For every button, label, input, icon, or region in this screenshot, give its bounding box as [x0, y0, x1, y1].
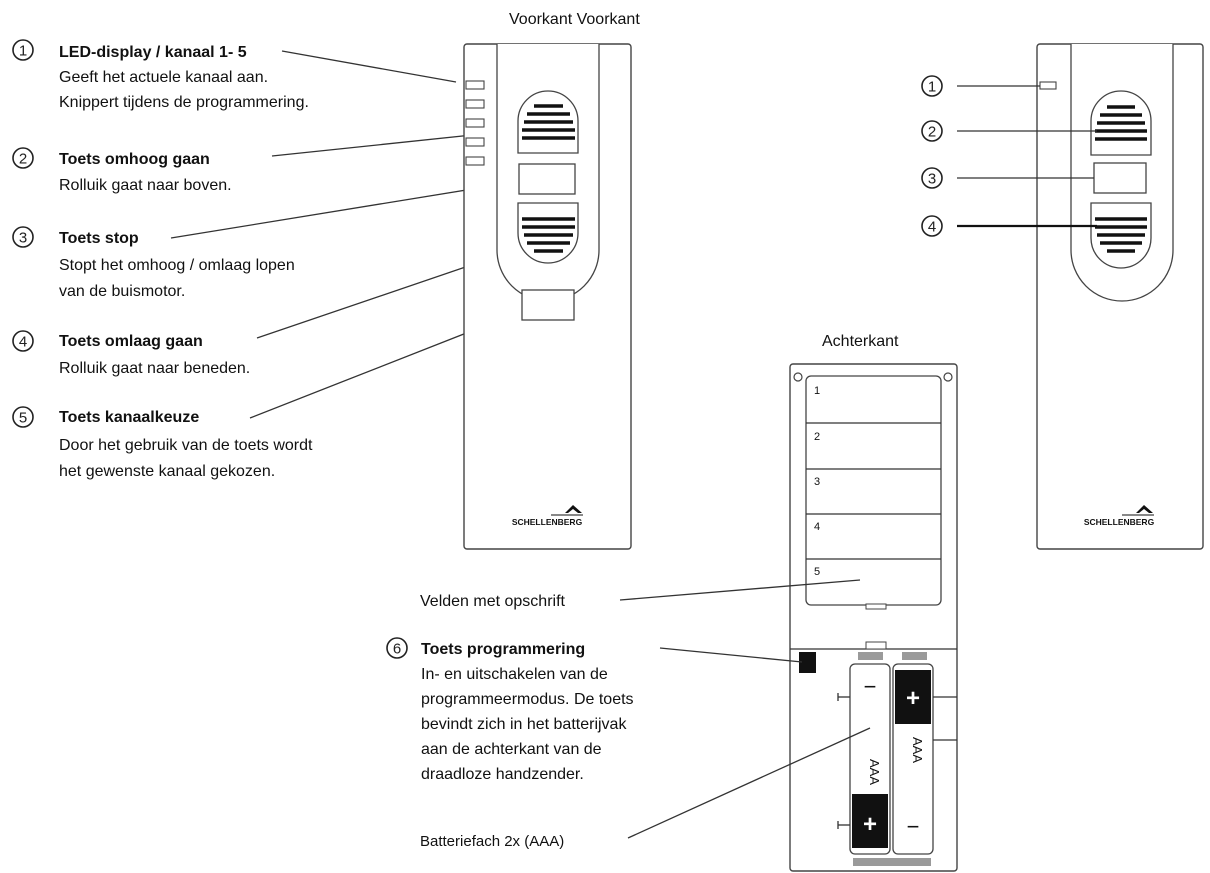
battery-left-minus: − — [864, 674, 877, 699]
legend-number-2: 2 — [19, 151, 27, 168]
battery-right-minus: − — [907, 814, 920, 839]
legend-item-5: 5 Toets kanaalkeuze Door het gebruik van… — [12, 406, 313, 480]
brand-text-right: SCHELLENBERG — [1084, 517, 1155, 527]
stop-button-right[interactable] — [1093, 162, 1147, 194]
down-button[interactable] — [517, 202, 579, 264]
channel-select-button[interactable] — [521, 289, 575, 321]
fields-label: Velden met opschrift — [420, 593, 566, 610]
brand-text-front: SCHELLENBERG — [512, 517, 583, 527]
up-button-right[interactable] — [1090, 90, 1152, 156]
down-button-right[interactable] — [1090, 202, 1152, 269]
legend-item-1: 1 LED-display / kanaal 1- 5 Geeft het ac… — [12, 39, 309, 111]
legend-number-1: 1 — [19, 43, 27, 60]
legend-item-6: 6 Toets programmering In- en uitschakele… — [386, 637, 803, 783]
legend-number-6: 6 — [393, 641, 401, 658]
legend-line-5b: het gewenste kanaal gekozen. — [59, 463, 275, 480]
legend-number-3: 3 — [19, 230, 27, 247]
field-number-4: 4 — [814, 521, 820, 533]
legend-line-6a: In- en uitschakelen van de — [421, 666, 608, 683]
right-number-1: 1 — [928, 79, 936, 96]
label-fields: 1 2 3 4 5 — [805, 375, 942, 610]
legend-line-6c: bevindt zich in het batterijvak — [421, 716, 627, 733]
fields-label-group: Velden met opschrift — [420, 579, 861, 610]
battery-right-plus: + — [906, 685, 920, 712]
stop-button[interactable] — [518, 163, 576, 195]
battery-compartment: − + AAA + − AAA — [790, 641, 957, 866]
led-display — [465, 80, 485, 166]
legend-line-2a: Rolluik gaat naar boven. — [59, 177, 232, 194]
legend-line-1a: Geeft het actuele kanaal aan. — [59, 69, 268, 86]
legend-line-3b: van de buismotor. — [59, 283, 185, 300]
battery-left: − + AAA — [849, 663, 891, 855]
legend-number-5: 5 — [19, 410, 27, 427]
front-title: Voorkant Voorkant — [509, 11, 640, 28]
legend-number-4: 4 — [19, 334, 27, 351]
right-callout-3: 3 — [921, 167, 1094, 189]
right-number-3: 3 — [928, 171, 936, 188]
legend-line-6b: programmeermodus. De toets — [421, 691, 634, 708]
front-remote: SCHELLENBERG — [463, 43, 632, 550]
legend-line-3a: Stopt het omhoog / omlaag lopen — [59, 257, 295, 274]
field-number-5: 5 — [814, 566, 820, 578]
schellenberg-logo: SCHELLENBERG — [512, 505, 583, 527]
back-remote: 1 2 3 4 5 − + AAA — [789, 363, 958, 872]
schellenberg-logo-right: SCHELLENBERG — [1084, 505, 1155, 527]
legend-line-4a: Rolluik gaat naar beneden. — [59, 360, 250, 377]
right-callout-2: 2 — [921, 120, 1097, 142]
back-title: Achterkant — [822, 333, 899, 350]
field-number-1: 1 — [814, 385, 820, 397]
legend-title-2: Toets omhoog gaan — [59, 151, 210, 168]
right-number-4: 4 — [928, 219, 936, 236]
legend-item-4: 4 Toets omlaag gaan Rolluik gaat naar be… — [12, 330, 250, 377]
program-button[interactable] — [799, 652, 816, 673]
legend-title-4: Toets omlaag gaan — [59, 333, 203, 350]
legend-title-3: Toets stop — [59, 230, 139, 247]
legend-line-6e: draadloze handzender. — [421, 766, 584, 783]
battery-right: + − AAA — [892, 663, 934, 855]
legend-item-3: 3 Toets stop Stopt het omhoog / omlaag l… — [12, 226, 295, 300]
legend-item-2: 2 Toets omhoog gaan Rolluik gaat naar bo… — [12, 147, 232, 194]
battery-left-plus: + — [863, 811, 877, 838]
battery-left-type: AAA — [867, 759, 882, 785]
right-number-2: 2 — [928, 124, 936, 141]
field-number-2: 2 — [814, 431, 820, 443]
led-display-right — [1039, 81, 1057, 90]
right-callouts: 1 2 3 4 — [921, 75, 1097, 237]
legend-title-1: LED-display / kanaal 1- 5 — [59, 44, 247, 61]
battery-label: Batteriefach 2x (AAA) — [420, 833, 564, 850]
legend-title-6: Toets programmering — [421, 641, 585, 658]
field-number-3: 3 — [814, 476, 820, 488]
legend-line-6d: aan de achterkant van de — [421, 741, 602, 758]
battery-label-group: Batteriefach 2x (AAA) — [420, 727, 871, 850]
battery-right-type: AAA — [910, 737, 925, 763]
up-button[interactable] — [517, 90, 579, 154]
legend-line-1b: Knippert tijdens de programmering. — [59, 94, 309, 111]
legend-line-5a: Door het gebruik van de toets wordt — [59, 437, 313, 454]
front-remote-right: SCHELLENBERG — [1036, 43, 1204, 550]
legend-title-5: Toets kanaalkeuze — [59, 409, 199, 426]
right-callout-4: 4 — [921, 215, 1097, 237]
right-callout-1: 1 — [921, 75, 1040, 97]
